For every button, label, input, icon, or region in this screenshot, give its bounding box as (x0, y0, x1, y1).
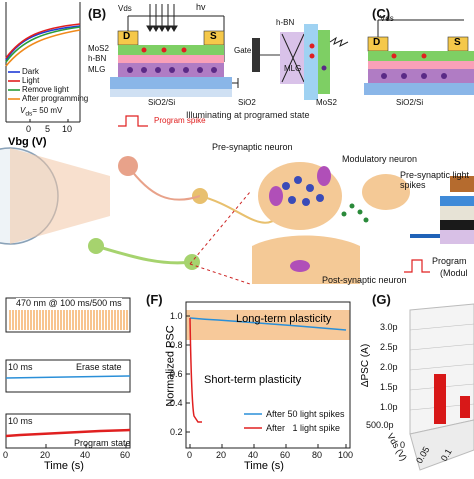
b-layer-hbn: h-BN (88, 54, 107, 63)
c-vds: Vds (380, 14, 394, 23)
e-tick-20: 20 (40, 450, 51, 460)
f-ytick-1.0: 1.0 (170, 311, 183, 321)
b-layer-mlg: MLG (88, 65, 106, 74)
curve-light (5, 23, 81, 59)
b-layer-mos2: MoS2 (88, 44, 109, 53)
b-program-spike: Program spike (154, 116, 206, 125)
modul-label: (Modul (440, 268, 468, 278)
legend-light: Light (22, 76, 40, 85)
panel-c-letter: (C) (372, 6, 391, 21)
e-xlabel: Time (s) (44, 460, 84, 472)
light-arrows (146, 4, 178, 32)
f-legend-1: After 1 light spike (266, 423, 341, 433)
f-ytick-0.8: 0.8 (170, 340, 183, 350)
g-ztick-2.5: 2.5p (380, 342, 398, 352)
series-50-spikes (189, 317, 347, 331)
modulatory-label: Modulatory neuron (342, 154, 418, 164)
panel-a-plot (5, 2, 81, 123)
modulatory-bouton (362, 174, 410, 210)
ltp-label: Long-term plasticity (236, 313, 332, 325)
b-vds: Vds (118, 4, 132, 13)
post-synaptic-neuron (252, 235, 360, 284)
g-xtick-0: 0 (400, 440, 406, 450)
f-legend-50: After 50 light spikes (266, 409, 345, 419)
f-xtick-40: 40 (248, 450, 259, 460)
panel-f-letter: (F) (146, 292, 163, 307)
c-source: S (454, 37, 461, 48)
panel-a: Dark Light Remove light After programmin… (0, 0, 88, 150)
panel-a-xlabel: Vbg (V) (8, 136, 47, 148)
panel-g-plot (409, 303, 474, 471)
e-light-condition: 470 nm @ 100 ms/500 ms (16, 298, 122, 308)
e-tick-60: 60 (120, 450, 131, 460)
panel-b-letter: (B) (88, 6, 107, 21)
e-tick-0: 0 (3, 450, 9, 460)
f-xtick-0: 0 (187, 450, 193, 460)
curve-dark (5, 25, 81, 61)
b-source: S (210, 31, 217, 42)
e-tick-40: 40 (80, 450, 91, 460)
g-bar-2 (460, 396, 470, 418)
panel-e: 470 nm @ 100 ms/500 ms 10 ms Erase state… (0, 296, 150, 474)
f-ylabel: Normalized PSC (164, 325, 177, 407)
vds-note: Vds= 50 mV (20, 106, 63, 118)
legend-dark: Dark (22, 67, 39, 76)
b-substrate: SiO2/Si (148, 98, 176, 107)
stp-label: Short-term plasticity (204, 374, 302, 386)
tick-a-0: 0 (26, 124, 32, 134)
g-ztick-500: 500.0p (366, 420, 394, 430)
tick-a-5: 5 (45, 124, 51, 134)
g-ztick-2.0: 2.0p (380, 362, 398, 372)
curve-remove-light (5, 26, 81, 63)
b-hv: hv (196, 2, 206, 12)
ltp-band (186, 310, 350, 340)
f-xtick-20: 20 (216, 450, 227, 460)
e-erase-time: 10 ms (8, 362, 33, 372)
b-caption: Illuminating at programed state (186, 110, 310, 120)
panel-b-band-diagram: h-BN Gate MLG SiO2 MoS2 (234, 4, 356, 108)
legend-after-programming: After programming (22, 94, 89, 103)
g-bar-1 (434, 374, 446, 424)
series-1-spike (189, 317, 202, 423)
program-label: Program (432, 256, 467, 266)
g-ztick-3.0: 3.0p (380, 322, 398, 332)
b-hbn-side: h-BN (276, 18, 295, 27)
panel-b-device: Vds hv D S MoS2 h-BN MLG SiO2/Si Program… (88, 0, 240, 130)
b-sio2: SiO2 (238, 98, 256, 107)
tick-a-10: 10 (62, 124, 73, 134)
f-xtick-80: 80 (312, 450, 323, 460)
g-ztick-1.0: 1.0p (380, 402, 398, 412)
panel-g-letter: (G) (372, 292, 391, 307)
f-ytick-0.2: 0.2 (170, 427, 183, 437)
g-ztick-1.5: 1.5p (380, 382, 398, 392)
g-zlabel: ΔPSC (A) (360, 343, 372, 388)
f-ytick-0.4: 0.4 (170, 398, 183, 408)
panel-g: 3.0p 2.5p 2.0p 1.5p 1.0p 500.0p ΔPSC (A)… (360, 300, 474, 474)
b-gate: Gate (234, 46, 252, 55)
pre-spikes-label: Pre-synaptic light spikes (400, 170, 470, 190)
pre-synaptic-label: Pre-synaptic neuron (212, 142, 293, 152)
panel-f: Normalized PSC 0.2 0.4 0.6 0.8 1.0 0 20 … (158, 296, 358, 474)
panel-f-plot (185, 301, 351, 449)
neuron-1 (118, 156, 138, 176)
e-program-time: 10 ms (8, 416, 33, 426)
b-drain: D (123, 31, 131, 42)
e-program-state: Program state (74, 438, 131, 448)
curve-after-programming (5, 29, 81, 67)
e-erase-state: Erase state (76, 362, 122, 372)
f-ytick-0.6: 0.6 (170, 369, 183, 379)
b-mos2-side: MoS2 (316, 98, 337, 107)
f-xlabel: Time (s) (244, 460, 284, 472)
legend-remove-light: Remove light (22, 85, 69, 94)
c-drain: D (373, 37, 381, 48)
b-mlg-side: MLG (284, 64, 302, 73)
f-xtick-100: 100 (338, 450, 354, 460)
panel-d-illustration: Pre-synaptic neuron Modulatory neuron Po… (0, 136, 474, 286)
f-xtick-60: 60 (280, 450, 291, 460)
panel-c-device: Vds D S SiO2/Si (364, 14, 474, 114)
c-substrate: SiO2/Si (396, 98, 424, 107)
post-synaptic-label: Post-synaptic neuron (322, 275, 407, 285)
